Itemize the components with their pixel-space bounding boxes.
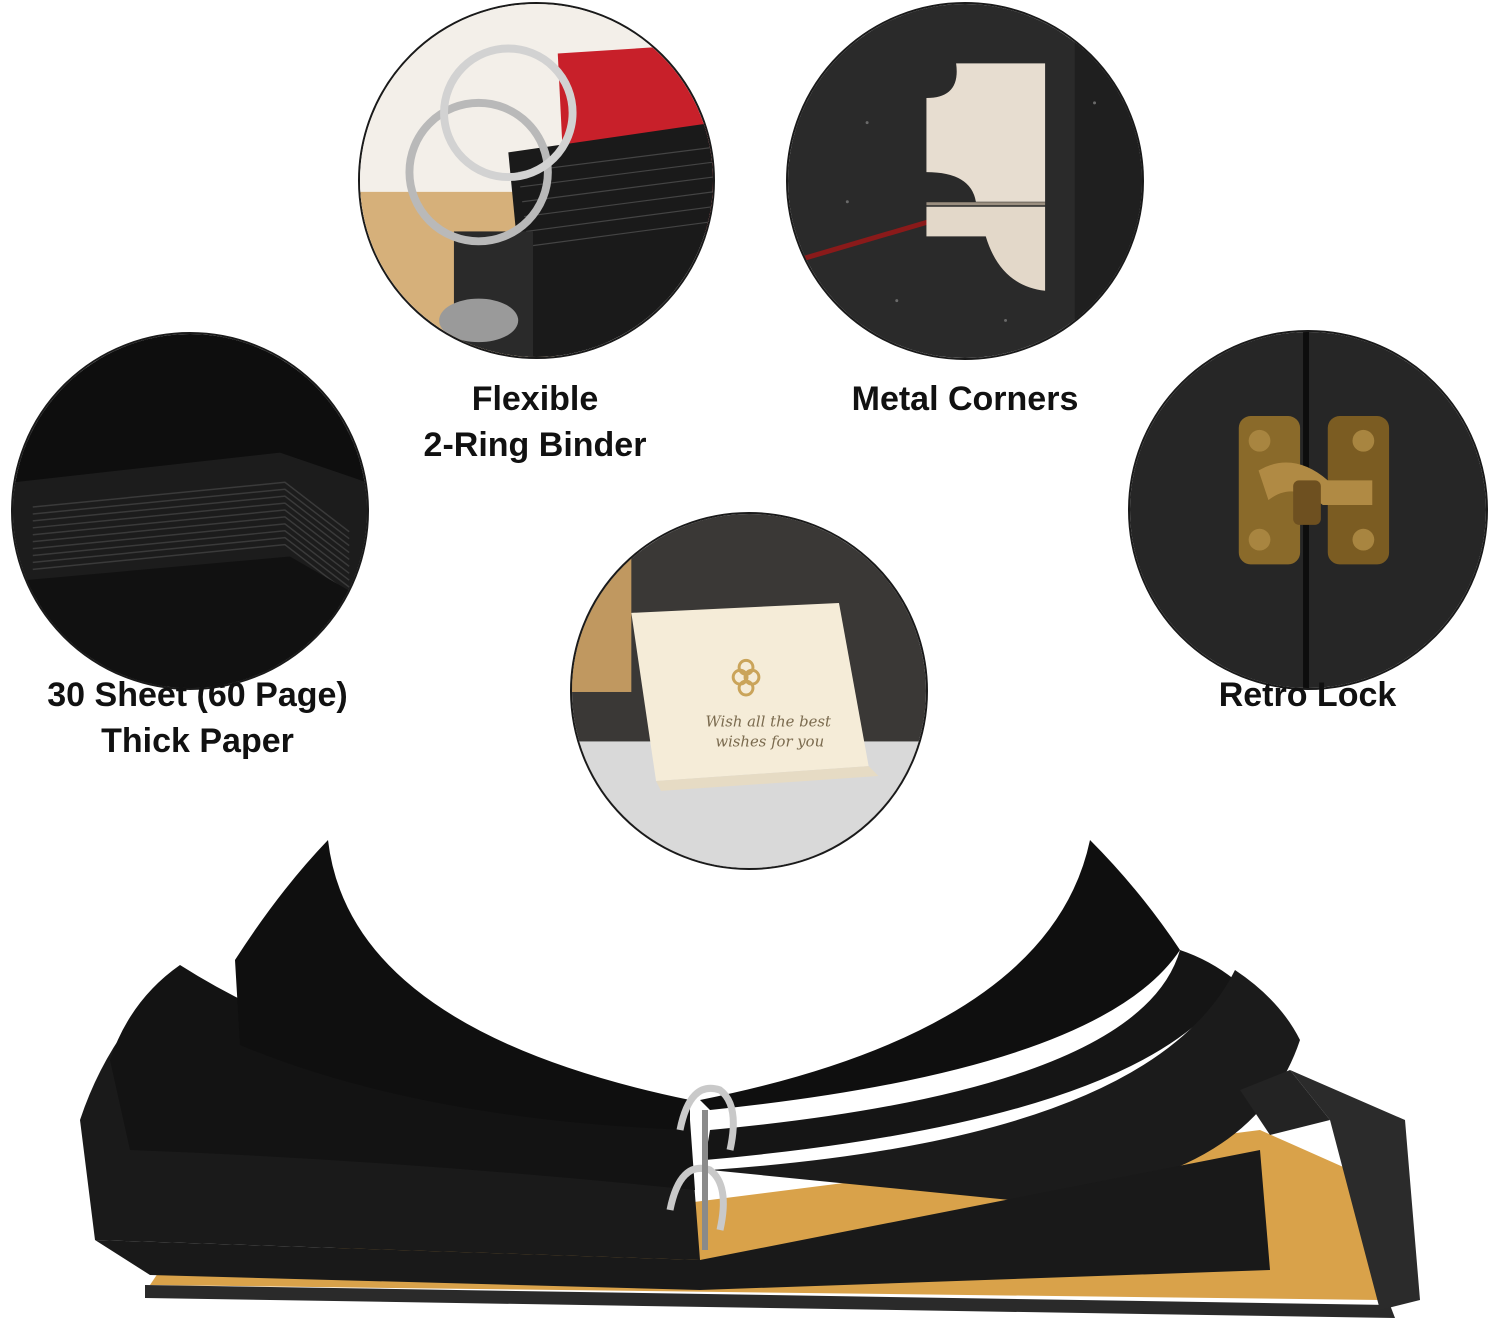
greeting-card-icon [572,514,926,868]
retro-lock-closeup [1128,330,1488,690]
binder-caption-line-2: 2-Ring Binder [423,426,647,464]
album-page-right-2 [705,950,1235,1160]
album-front-flap [1240,1070,1330,1135]
retro-lock-icon [1130,332,1486,688]
binder-caption: Flexible 2-Ring Binder [385,376,685,468]
album-page-left-1 [235,840,690,1130]
greeting-card-closeup: Wish all the best wishes for you [570,512,928,870]
open-album-illustration [80,840,1420,1318]
corners-caption-line-1: Metal Corners [851,380,1079,418]
metal-corner-icon [788,4,1142,358]
thick-paper-closeup [11,332,369,690]
metal-corners-closeup [786,2,1144,360]
ring-binder-icon [360,4,713,357]
paper-stack-icon [13,334,367,688]
lock-caption: Retro Lock [1180,672,1435,718]
paper-caption-line-1: 30 Sheet (60 Page) [47,676,348,714]
album-rings [666,1085,737,1231]
album-side-cover [1290,1070,1420,1310]
ring-binder-closeup [358,2,715,359]
paper-caption: 30 Sheet (60 Page) Thick Paper [0,672,395,764]
album-page-right-3 [710,970,1300,1200]
album-back-cover [145,1285,1395,1318]
lock-caption-line-1: Retro Lock [1218,676,1397,714]
corners-caption: Metal Corners [820,376,1110,422]
album-page-right-1 [700,840,1180,1110]
paper-caption-line-2: Thick Paper [101,722,294,760]
album-flat-pages [95,1150,1270,1290]
binder-caption-line-1: Flexible [471,380,599,418]
